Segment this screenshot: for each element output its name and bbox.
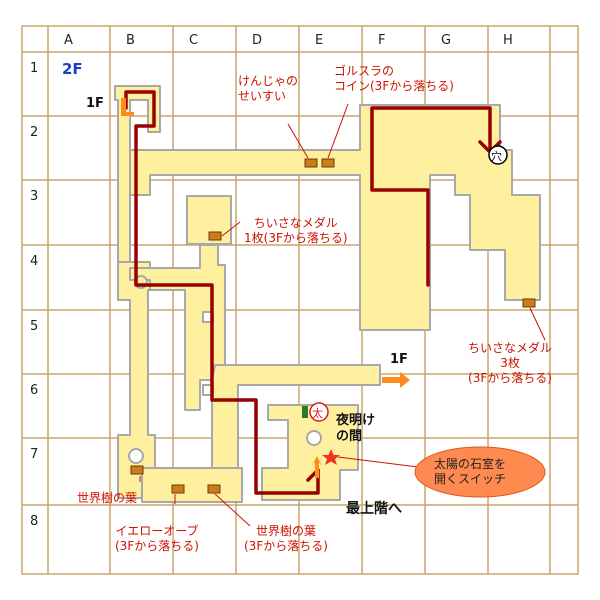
stair-arrows [121,98,410,478]
label-to-top-floor: 最上階へ [346,501,402,517]
row-header-4: 4 [30,254,38,269]
floor-label: 2F [62,60,83,78]
sun-marker: 太 [302,402,329,422]
route-path [124,90,502,495]
col-header-h: H [503,33,513,48]
row-headers: 1 2 3 4 5 6 7 8 [30,61,38,529]
label-1f-top: 1F [86,96,104,111]
row-header-6: 6 [30,383,38,398]
label-small-medal-1: ちいさなメダル 1枚(3Fから落ちる) [244,216,348,245]
row-header-7: 7 [30,447,38,462]
chest-icon [321,158,335,168]
label-small-medal-3: ちいさなメダル 3枚 (3Fから落ちる) [468,341,553,385]
stairs-down-icon [121,98,126,112]
label-1f-right: 1F [390,352,408,367]
row-header-2: 2 [30,125,38,140]
sun-icon: 太 [312,407,323,420]
col-header-a: A [64,33,73,48]
treasure-chests [130,158,536,494]
label-kenja-no-seisui: けんじゃの せいすい [238,74,299,103]
hole-marker: 穴 [488,145,508,165]
chest-icon [171,484,185,494]
row-header-8: 8 [30,514,38,529]
hole-icon: 穴 [491,149,502,163]
row-header-3: 3 [30,189,38,204]
chest-icon [207,484,221,494]
switch-callout-bubble [414,446,546,498]
col-header-f: F [378,33,385,48]
arrow-right-icon [382,372,410,388]
chest-icon [130,465,144,475]
chest-icon [208,231,222,241]
label-gorusura-coin: ゴルスラの コイン(3Fから落ちる) [334,64,454,93]
stairs-base-icon [121,112,134,116]
switch-star-icon [322,449,340,465]
column-headers: A B C D E F G H [64,33,513,48]
pillars [128,275,322,464]
row-header-5: 5 [30,319,38,334]
label-sekaiju-right: 世界樹の葉 (3Fから落ちる) [244,524,328,553]
label-yellow-orb: イエローオーブ (3Fから落ちる) [115,524,199,553]
col-header-g: G [441,33,451,48]
col-header-e: E [315,33,323,48]
row-header-1: 1 [30,61,38,76]
col-header-b: B [126,33,135,48]
chest-icon [522,298,536,308]
label-sun-stone-switch: 太陽の石室を 開くスイッチ [434,457,507,486]
floor-areas [114,85,541,503]
leader-lines [139,103,546,527]
label-dawn-room: 夜明け の間 [336,413,376,444]
chest-icon [304,158,318,168]
col-header-c: C [189,33,198,48]
col-header-d: D [252,33,262,48]
label-sekaiju-left: 世界樹の葉 [77,491,138,505]
stairs-up-icon [312,456,322,478]
